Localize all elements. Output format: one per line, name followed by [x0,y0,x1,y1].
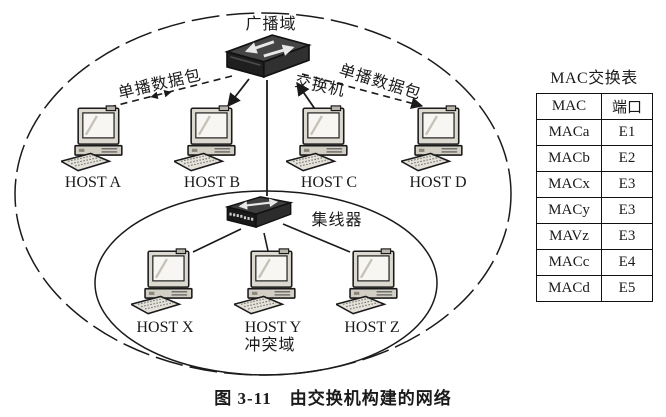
port-cell: E3 [601,171,653,198]
figure-caption: 图 3-11 由交换机构建的网络 [214,389,452,408]
link-hub-host-z [282,223,351,253]
host-d-label: HOST D [409,174,467,191]
link-hub-host-x [192,228,242,253]
host-b-label: HOST B [183,174,241,191]
hub-icon [227,197,290,227]
link-hub-host-y [263,232,269,252]
switch-icon [227,35,309,77]
mac-switching-table: MAC 端口 MACa E1 MACb E2 MACx E3 MACy E3 M… [536,93,653,302]
table-row: MACc E4 [536,249,653,276]
mac-cell: MACc [536,249,602,276]
computer-icon-host-x [131,248,194,315]
computer-icon-host-c [286,105,349,172]
hub-label: 集线器 [311,212,363,229]
computer-icon-host-a [61,105,124,172]
port-cell: E4 [601,249,653,276]
table-row: MACy E3 [536,197,653,224]
mac-cell: MACx [536,171,602,198]
host-a-label: HOST A [64,174,122,191]
host-z-label: HOST Z [344,319,400,336]
table-row: MAVz E3 [536,223,653,250]
link-switch-host-a [101,75,233,110]
port-cell: E1 [601,119,653,146]
mac-cell: MACd [536,275,602,302]
mac-cell: MACa [536,119,602,146]
link-switch-host-d [301,73,424,110]
host-c-label: HOST C [300,174,358,191]
computer-icon-host-y [234,248,297,315]
table-row: MACa E1 [536,119,653,146]
table-row: MACd E5 [536,275,653,302]
mac-cell: MAVz [536,223,602,250]
computer-icon-host-d [401,105,464,172]
mac-cell: MACy [536,197,602,224]
port-cell: E3 [601,223,653,250]
port-cell: E2 [601,145,653,172]
link-host-c-switch [296,81,318,113]
link-switch-host-b [227,78,250,108]
mac-cell: MACb [536,145,602,172]
broadcast-domain-label: 广播域 [245,16,297,33]
host-y-label: HOST Y [244,319,302,336]
port-cell: E3 [601,197,653,224]
computer-icon-host-z [336,248,399,315]
table-header-row: MAC 端口 [536,93,653,120]
host-x-label: HOST X [136,319,194,336]
collision-domain-label: 冲突域 [244,337,296,354]
mac-column-header: MAC [536,93,602,120]
table-row: MACx E3 [536,171,653,198]
port-column-header: 端口 [601,93,653,120]
collision-domain-ellipse [94,190,438,376]
computer-icon-host-b [174,105,237,172]
port-cell: E5 [601,275,653,302]
table-row: MACb E2 [536,145,653,172]
mac-table-title: MAC交换表 [550,70,638,87]
